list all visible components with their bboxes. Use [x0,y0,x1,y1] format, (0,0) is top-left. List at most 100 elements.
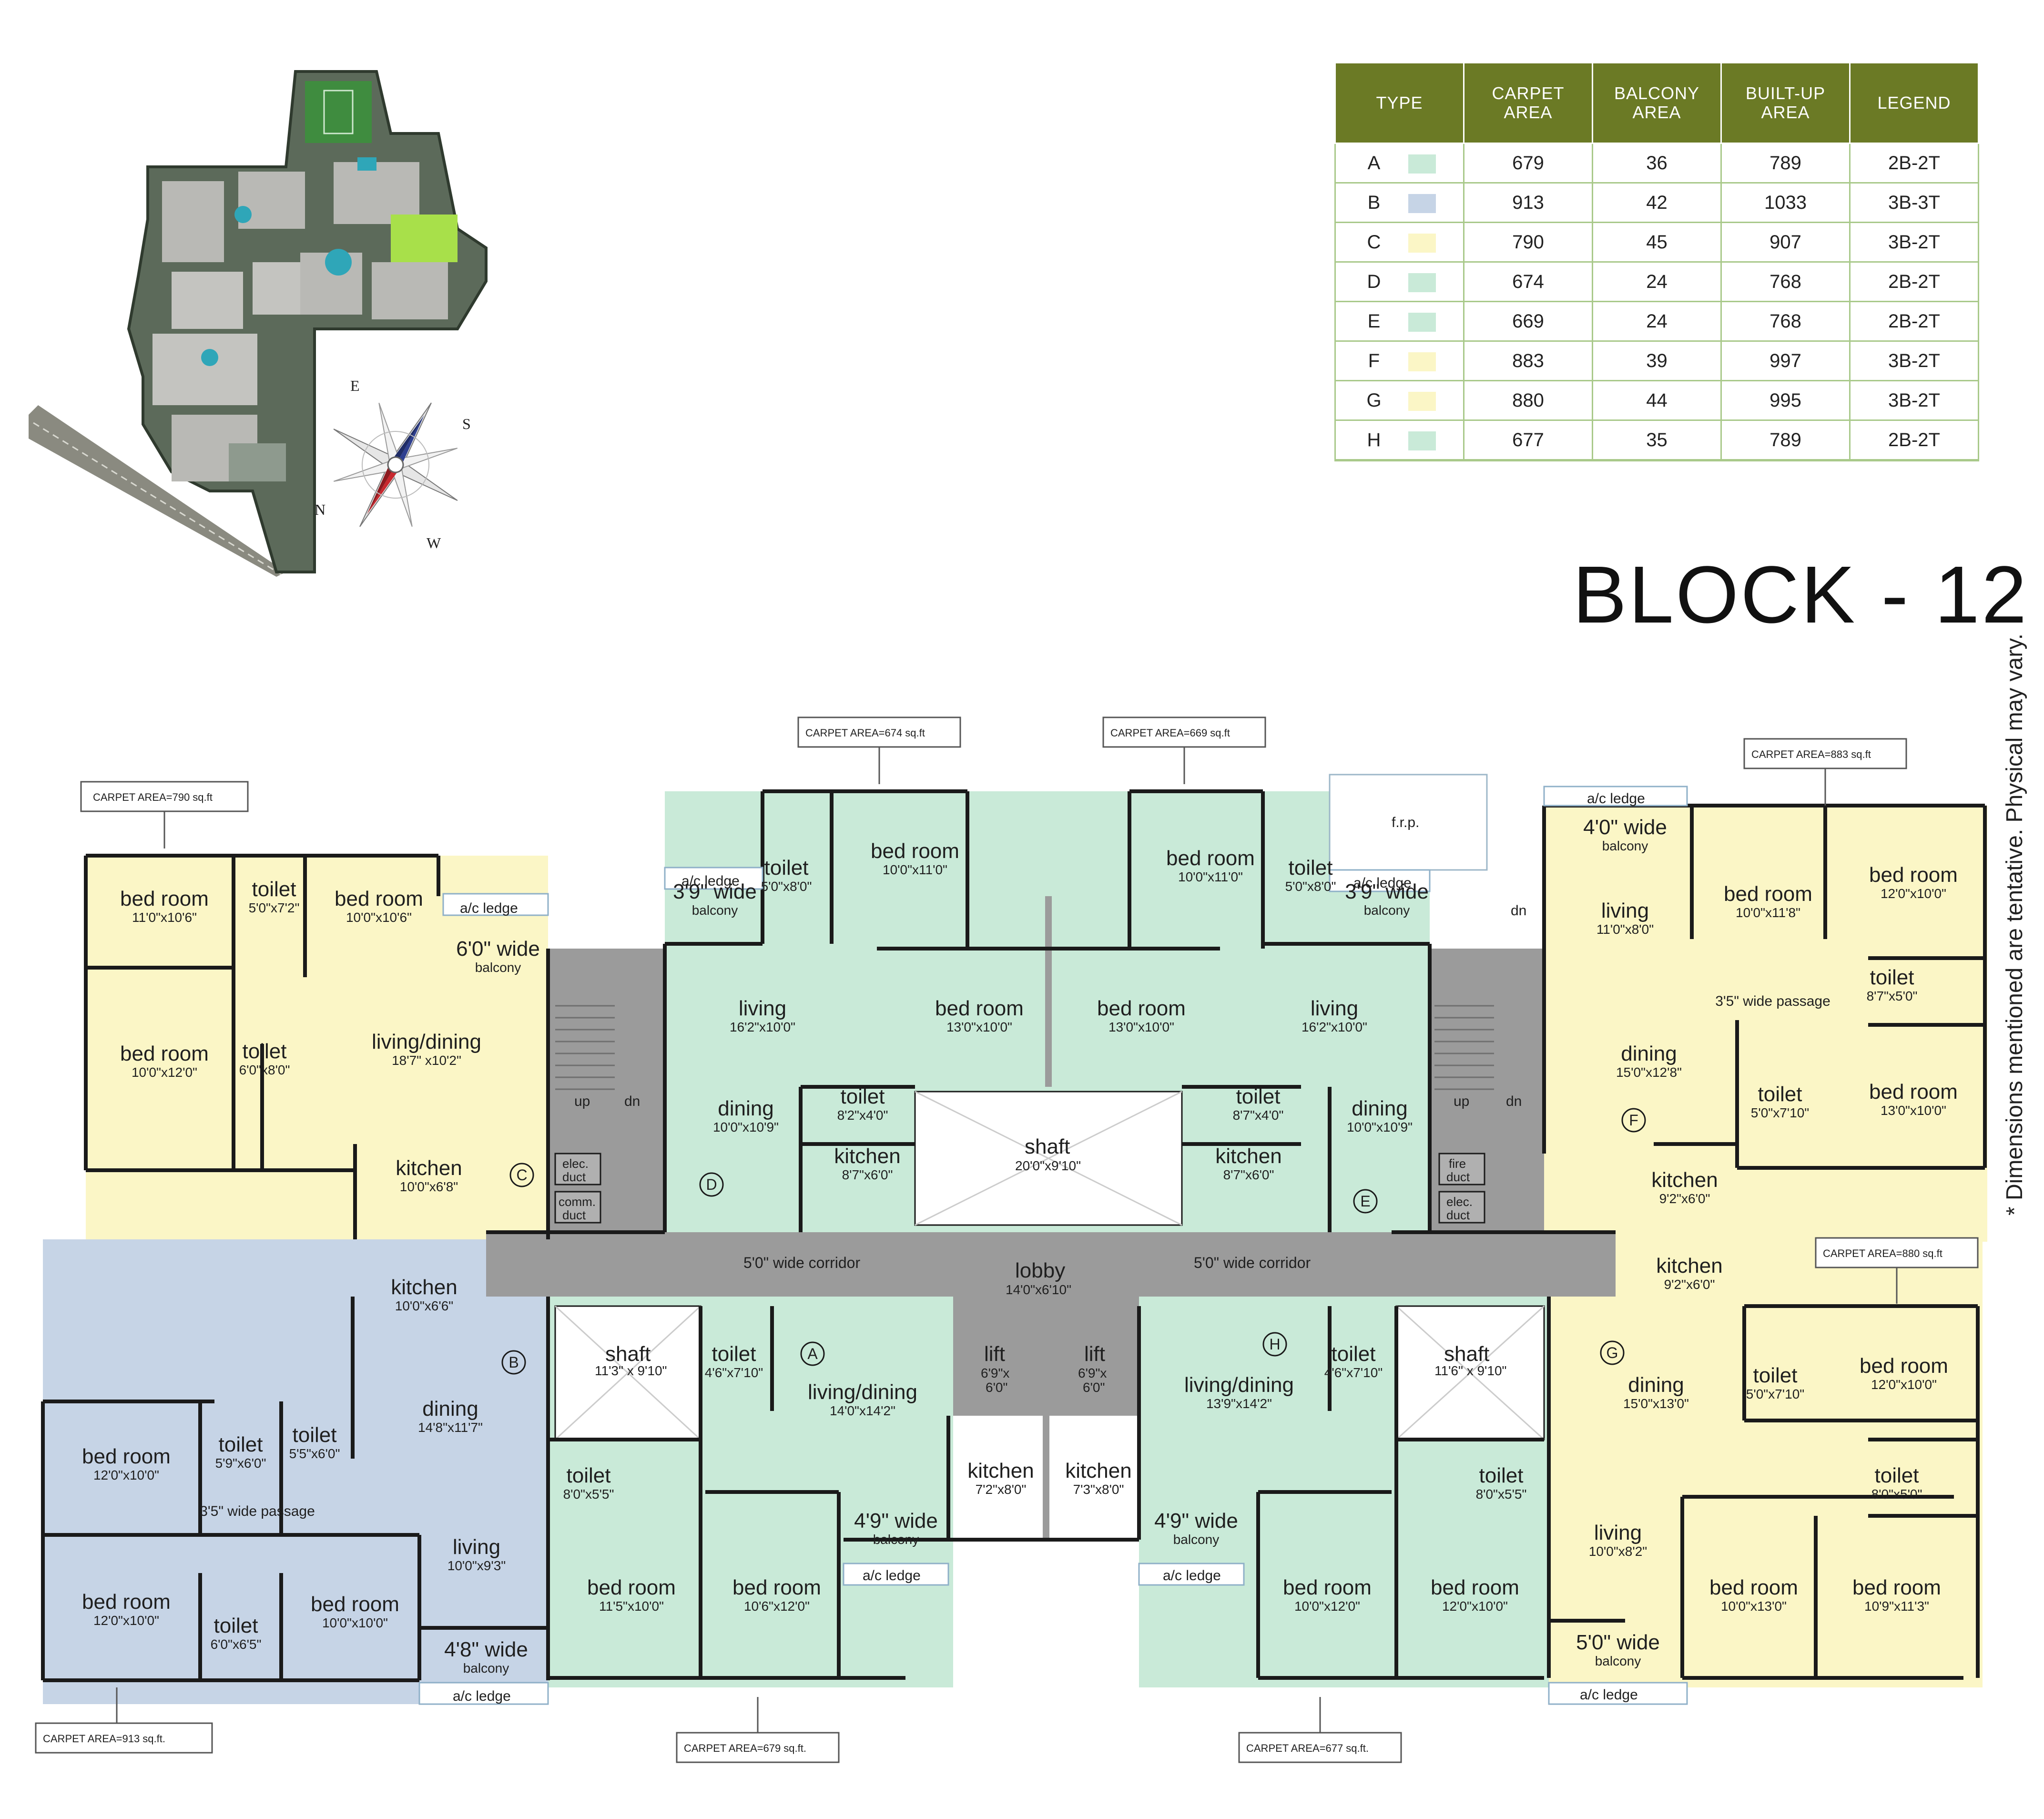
room-name-c: bed room [120,887,209,910]
room-name-d: dining [718,1097,773,1120]
room-dim-g: 12'0"x10'0" [1871,1377,1937,1392]
room-name-b: 3'5" wide passage [200,1503,315,1519]
builtup-area-cell: 907 [1720,222,1851,263]
elec-duct-right [1438,1191,1485,1224]
room-name-b: bed room [311,1593,399,1616]
room-dim-c: 10'0"x6'8" [400,1179,458,1194]
carpet-tag-e: CARPET AREA=669 sq.ft [1110,727,1230,739]
type-letter: F [1368,350,1380,371]
room-name-d: toilet [764,856,809,879]
room-dim-d: 10'0"x11'0" [883,862,947,877]
lift-left-dim-a: 6'9"x [981,1366,1009,1380]
room-dim-h: balcony [1173,1532,1220,1547]
room-name-c: living/dining [372,1030,481,1053]
room-dim-d: 10'0"x10'9" [713,1120,779,1134]
ac-ledge-label: a/c ledge [460,900,518,916]
builtup-area-cell: 768 [1720,261,1851,302]
shaft-right-label: shaft [1444,1342,1489,1366]
balcony-area-cell: 45 [1592,222,1722,263]
legend-cell: 3B-3T [1849,182,1979,223]
legend-cell: 2B-2T [1849,419,1979,461]
compass-south-needle [396,415,424,468]
room-dim-e: 10'0"x11'0" [1178,869,1243,884]
type-cell: E [1334,301,1464,342]
room-name-f: toilet [1870,966,1914,989]
room-dim-a: 7'2"x8'0" [976,1482,1027,1497]
builtup-area-cell: 997 [1720,340,1851,381]
site-road [29,405,286,577]
legend-swatch [1408,273,1436,292]
builtup-area-cell: 768 [1720,301,1851,342]
room-name-h: living/dining [1184,1373,1294,1397]
room-dim-f: 5'0"x7'10" [1751,1105,1809,1120]
room-name-c: toilet [252,878,296,901]
room-name-f: bed room [1869,1080,1958,1104]
balcony-area-cell: 44 [1592,380,1722,421]
room-name-e: toilet [1236,1085,1281,1108]
room-dim-b: 10'0"x6'6" [395,1298,453,1313]
balcony-area-cell: 39 [1592,340,1722,381]
room-name-d: toilet [841,1085,885,1108]
room-dim-d: balcony [692,903,738,918]
room-dim-d: 5'0"x8'0" [761,879,812,894]
room-name-f: 3'5" wide passage [1715,993,1830,1009]
room-dim-b: 5'9"x6'0" [215,1456,266,1471]
legend-swatch [1408,431,1436,450]
stair-up-label-right: up [1454,1093,1469,1109]
room-name-g: bed room [1852,1576,1941,1599]
room-dim-b: 10'0"x9'3" [447,1558,506,1573]
unit-c-area [86,856,548,1242]
shaft-center-dim: 20'0"x9'10" [1015,1158,1081,1173]
room-name-c: 6'0" wide [456,937,540,961]
type-letter: E [1367,310,1381,332]
ac-ledge-label: a/c ledge [863,1568,921,1584]
room-name-h: toilet [1332,1342,1376,1366]
room-name-c: toilet [243,1040,287,1063]
comm-label-left: comm. [559,1195,596,1209]
room-name-h: bed room [1283,1576,1372,1599]
ac-ledges [418,786,1688,1705]
shafts [554,1091,1545,1441]
unit-marker-circle [501,1350,526,1375]
room-name-d: 3'9" wide [673,880,757,903]
room-name-f: kitchen [1651,1168,1718,1192]
shaft-center-label: shaft [1025,1135,1070,1158]
frp-area [1329,774,1488,871]
room-dim-g: 10'0"x8'2" [1589,1544,1647,1559]
room-name-h: 4'9" wide [1154,1509,1238,1533]
type-letter: C [1367,231,1381,253]
site-field [305,81,372,143]
room-dim-d: 13'0"x10'0" [946,1020,1012,1034]
unit-marker-circle [509,1163,534,1187]
room-name-c: bed room [120,1042,209,1065]
compass-north-needle [367,465,401,514]
room-name-g: toilet [1875,1464,1919,1487]
room-dim-g: 10'0"x13'0" [1721,1599,1787,1614]
room-dim-c: 10'0"x12'0" [132,1065,197,1080]
type-letter: A [1367,152,1381,174]
carpet-tag-b: CARPET AREA=913 sq.ft. [43,1733,165,1745]
room-dim-a: 4'6"x7'10" [705,1365,763,1380]
unit-marker-d: D [706,1176,717,1193]
shaft-right-dim: 11'6" x 9'10" [1434,1363,1506,1378]
room-name-a: 4'9" wide [854,1509,938,1533]
builtup-area-cell: 789 [1720,143,1851,184]
room-name-a: living/dining [808,1380,917,1404]
room-dim-a: 14'0"x14'2" [830,1403,895,1418]
compass-n-label: N [315,501,325,518]
room-dim-c: 10'0"x10'6" [346,910,412,925]
balcony-area-cell: 42 [1592,182,1722,223]
room-dim-c: 5'0"x7'2" [249,900,300,915]
room-name-b: bed room [82,1445,171,1468]
room-dim-g: 8'0"x5'0" [1871,1487,1922,1502]
room-dim-d: 8'7"x6'0" [842,1167,893,1182]
room-dim-h: 10'0"x12'0" [1294,1599,1360,1614]
room-name-g: toilet [1753,1364,1798,1387]
ac-ledge-label: a/c ledge [681,873,740,889]
